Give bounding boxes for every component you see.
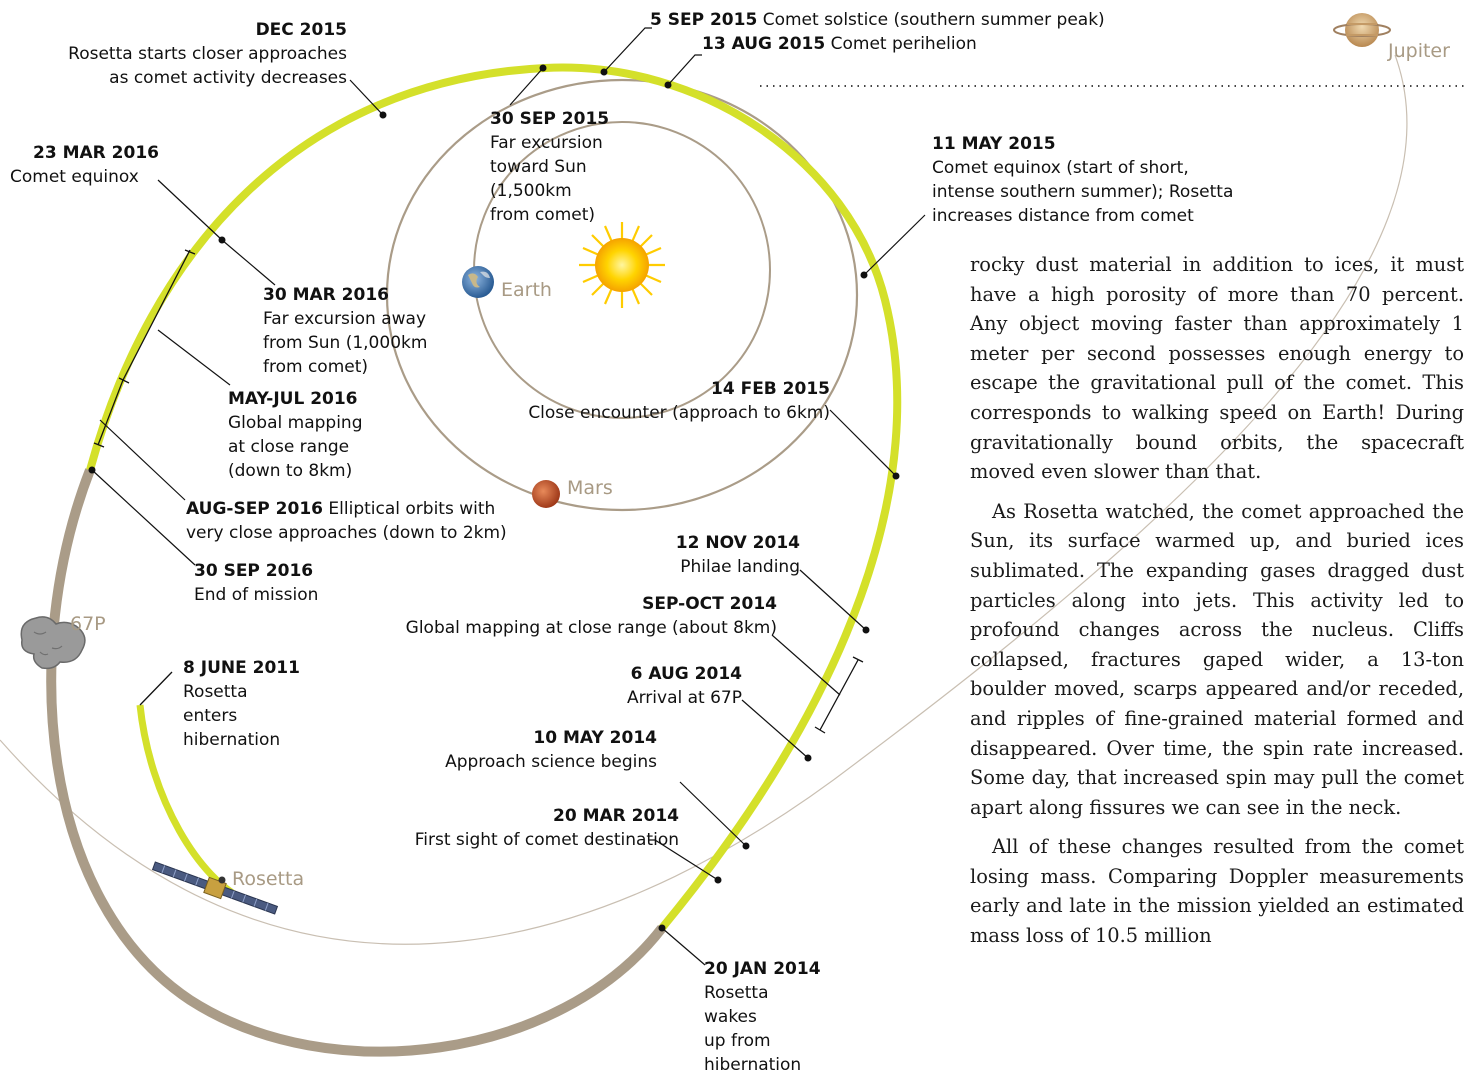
hibernation-start-hook: [139, 671, 173, 706]
jupiter-orbit: [0, 54, 1408, 945]
date: 30 SEP 2016: [194, 561, 314, 581]
date: 30 SEP 2015: [490, 109, 610, 129]
label-5-sep-2015: 5 SEP 2015 Comet solstice (southern summ…: [650, 8, 1105, 32]
text: Global mapping at close range (about 8km…: [405, 618, 777, 638]
comet-67p-icon: [20, 616, 86, 670]
label-14-feb-2015: 14 FEB 2015 Close encounter (approach to…: [528, 377, 830, 425]
trajectory-active: [86, 63, 902, 931]
text: Approach science begins: [445, 752, 657, 772]
article-paragraph: As Rosetta watched, the comet approached…: [970, 499, 1464, 819]
leader-lines: [91, 27, 926, 966]
date: 5 SEP 2015: [650, 10, 758, 30]
text: Rosetta starts closer approaches as come…: [68, 44, 347, 88]
text: Elliptical orbits with very close approa…: [186, 499, 507, 543]
date: DEC 2015: [255, 20, 347, 40]
text: Philae landing: [680, 557, 800, 577]
text: Close encounter (approach to 6km): [528, 403, 830, 423]
date: 8 JUNE 2011: [183, 658, 300, 678]
label-23-mar-2016: 23 MAR 2016 Comet equinox: [10, 141, 159, 189]
mars-icon: [532, 480, 560, 508]
range-markers: [93, 249, 864, 734]
date: SEP-OCT 2014: [642, 594, 777, 614]
date: 23 MAR 2016: [33, 143, 159, 163]
label-30-mar-2016: 30 MAR 2016 Far excursion away from Sun …: [263, 283, 427, 379]
mars-label: Mars: [567, 477, 613, 499]
label-may-jul-2016: MAY-JUL 2016 Global mapping at close ran…: [228, 387, 362, 483]
label-20-jan-2014: 20 JAN 2014 Rosetta wakes up from hibern…: [704, 957, 821, 1077]
label-10-may-2014: 10 MAY 2014 Approach science begins: [445, 726, 657, 774]
label-20-mar-2014: 20 MAR 2014 First sight of comet destina…: [415, 804, 679, 852]
label-11-may-2015: 11 MAY 2015 Comet equinox (start of shor…: [932, 132, 1233, 228]
date: 12 NOV 2014: [675, 533, 800, 553]
mars-orbit: [385, 78, 859, 512]
text: Far excursion away from Sun (1,000km fro…: [263, 309, 428, 377]
rosetta-spacecraft-icon: [151, 861, 279, 915]
label-aug-sep-2016: AUG-SEP 2016 Elliptical orbits with very…: [186, 497, 507, 545]
date: MAY-JUL 2016: [228, 389, 358, 409]
jupiter-label: Jupiter: [1388, 40, 1450, 62]
text: First sight of comet destination: [414, 830, 679, 850]
text: End of mission: [194, 585, 319, 605]
date: AUG-SEP 2016: [186, 499, 323, 519]
label-13-aug-2015: 13 AUG 2015 Comet perihelion: [702, 32, 977, 56]
text: Comet equinox (start of short, intense s…: [932, 158, 1234, 226]
text: Rosetta wakes up from hibernation: [704, 983, 802, 1075]
label-30-sep-2015: 30 SEP 2015 Far excursion toward Sun (1,…: [490, 107, 609, 227]
earth-icon: [462, 266, 494, 298]
date: 10 MAY 2014: [533, 728, 657, 748]
jupiter-icon: [1333, 13, 1391, 47]
label-12-nov-2014: 12 NOV 2014 Philae landing: [676, 531, 800, 579]
rosetta-label: Rosetta: [232, 868, 305, 890]
text: Comet solstice (southern summer peak): [762, 10, 1105, 30]
text: Global mapping at close range (down to 8…: [228, 413, 363, 481]
text: Comet perihelion: [830, 34, 977, 54]
label-30-sep-2016: 30 SEP 2016 End of mission: [194, 559, 318, 607]
article-paragraph: All of these changes resulted from the c…: [970, 835, 1464, 948]
text: Far excursion toward Sun (1,500km from c…: [490, 133, 603, 225]
sun-icon: [579, 222, 665, 308]
label-8-june-2011: 8 JUNE 2011 Rosetta enters hibernation: [183, 656, 300, 752]
date: 20 MAR 2014: [553, 806, 679, 826]
date: 30 MAR 2016: [263, 285, 389, 305]
comet-67p-label: 67P: [70, 613, 106, 635]
text: Comet equinox: [10, 167, 139, 187]
earth-label: Earth: [501, 279, 552, 301]
date: 11 MAY 2015: [932, 134, 1056, 154]
text: Rosetta enters hibernation: [183, 682, 281, 750]
text: Arrival at 67P: [626, 688, 742, 708]
label-dec-2015: DEC 2015 Rosetta starts closer approache…: [68, 18, 347, 90]
label-sep-oct-2014: SEP-OCT 2014 Global mapping at close ran…: [406, 592, 777, 640]
label-6-aug-2014: 6 AUG 2014 Arrival at 67P: [627, 662, 742, 710]
article-paragraph: rocky dust material in addition to ices,…: [970, 253, 1464, 484]
date: 20 JAN 2014: [704, 959, 821, 979]
date: 13 AUG 2015: [702, 34, 826, 54]
article-body: rocky dust material in addition to ices,…: [970, 250, 1464, 961]
date: 6 AUG 2014: [630, 664, 742, 684]
date: 14 FEB 2015: [711, 379, 830, 399]
